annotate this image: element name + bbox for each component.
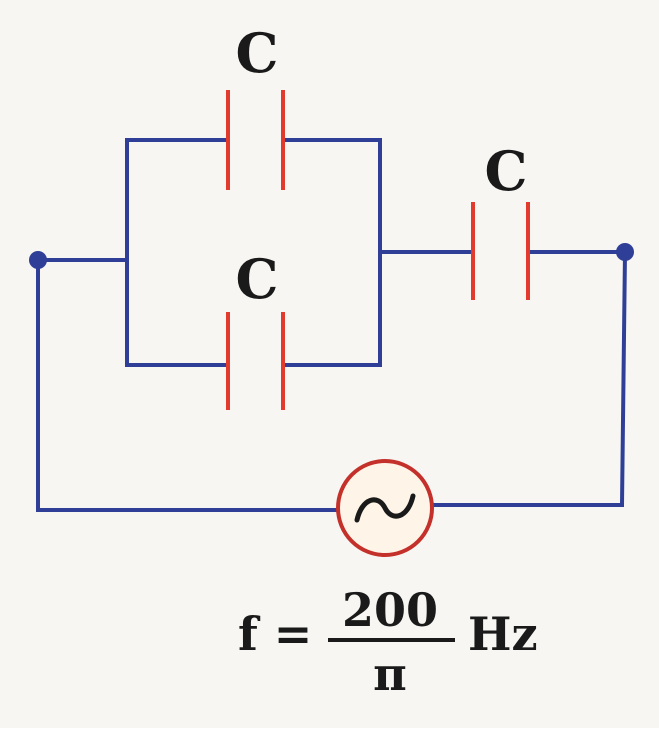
frequency-lhs: f = <box>238 607 312 661</box>
wire-right-down <box>619 249 628 508</box>
capacitor-top-label: C <box>236 21 279 85</box>
terminal-left <box>29 251 47 269</box>
frequency-expression: f = 200 π Hz <box>238 583 538 701</box>
frequency-denominator: π <box>373 647 407 701</box>
ac-source-wave <box>354 493 416 523</box>
capacitor-bottom-label: C <box>236 247 279 311</box>
capacitor-bottom <box>226 312 285 410</box>
capacitor-top <box>226 90 285 190</box>
frequency-unit: Hz <box>468 607 538 661</box>
ac-source-icon <box>336 459 434 557</box>
terminal-right <box>616 243 634 261</box>
wires <box>36 138 628 512</box>
capacitor-series-label: C <box>485 139 528 203</box>
capacitor-series <box>471 202 530 300</box>
frequency-numerator: 200 <box>342 583 438 637</box>
